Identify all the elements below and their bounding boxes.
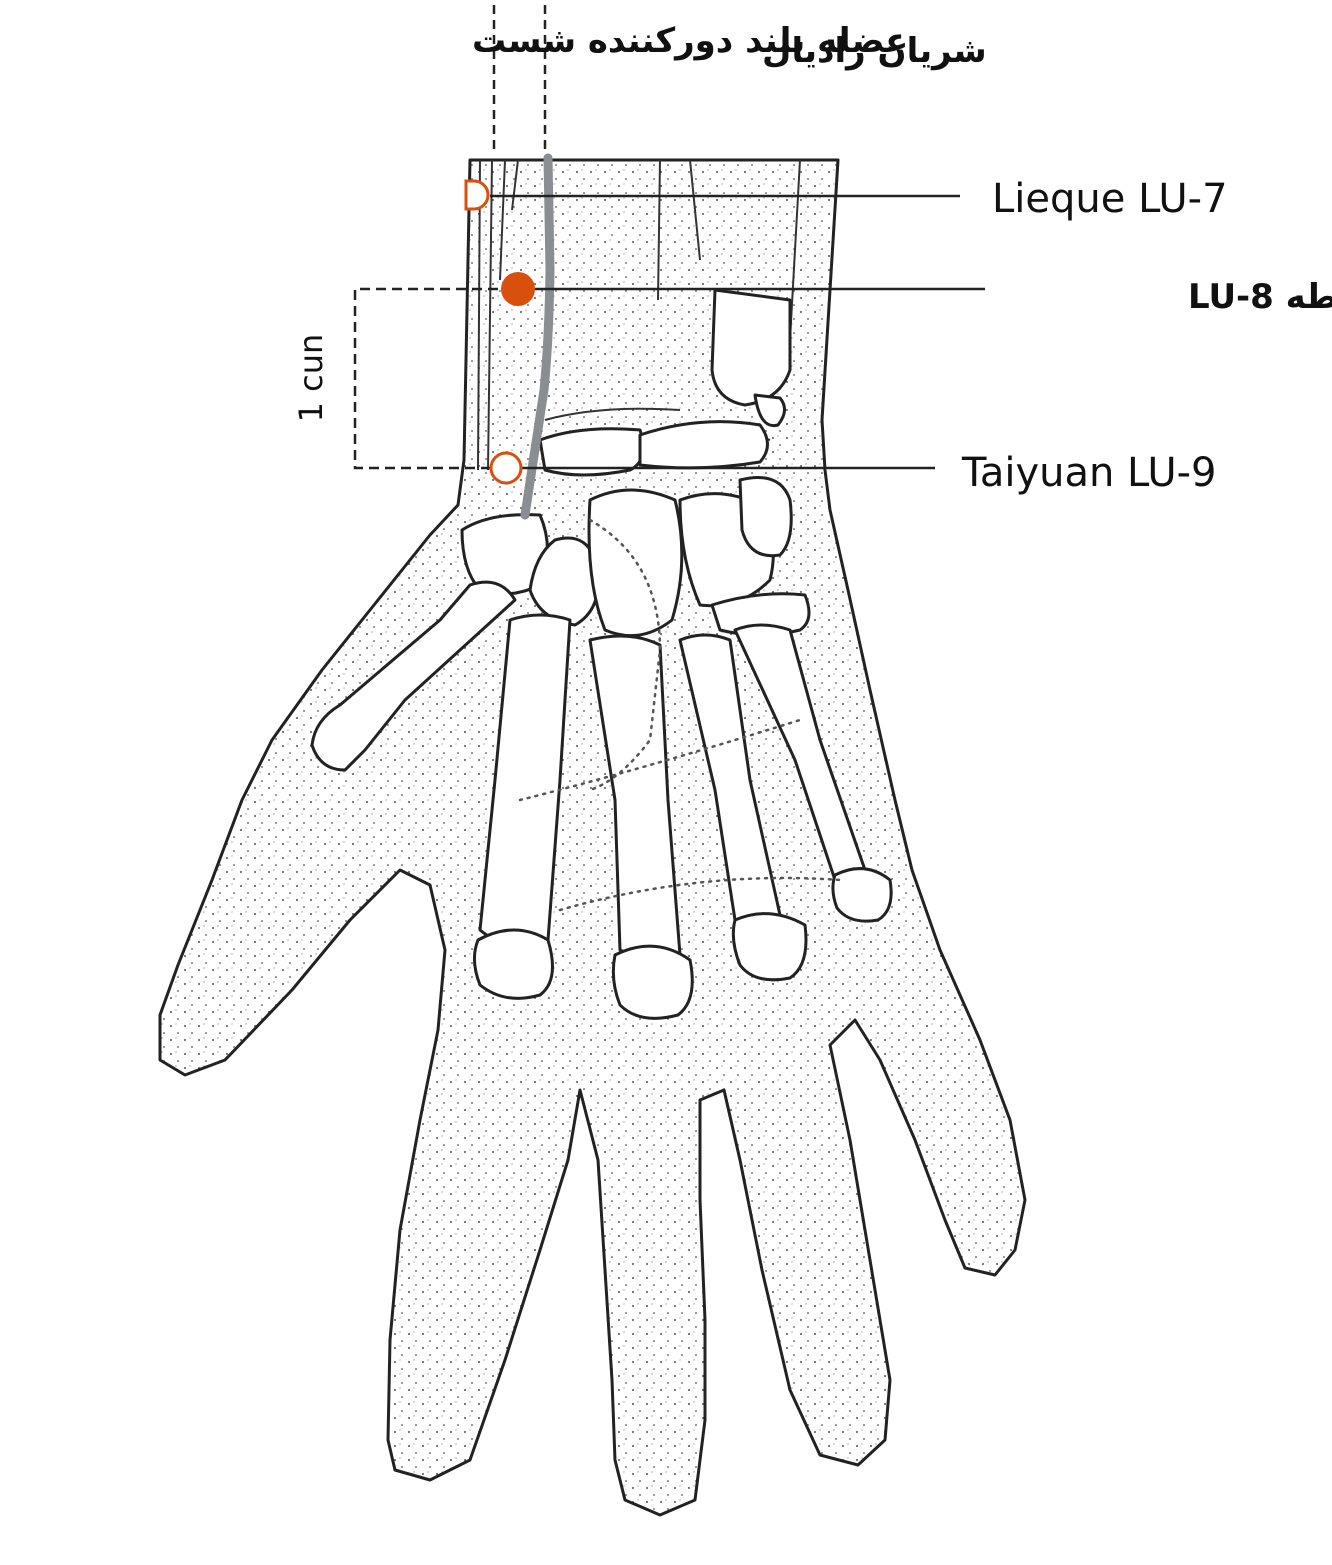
middle-head (611, 944, 694, 1020)
half-circle-marker-icon (464, 179, 490, 211)
ring-head (731, 912, 808, 982)
index-head (473, 928, 554, 1000)
thumb-metacarpal (310, 580, 517, 772)
filled-circle-marker-icon (501, 272, 535, 306)
forearm-tendon-lines (477, 159, 801, 471)
cun-label: 1 cun (292, 334, 330, 423)
triquetrum (638, 420, 769, 470)
pisiform (738, 476, 793, 558)
lu7-label: Lieque LU-7 (992, 176, 1228, 222)
radial-artery-line (520, 153, 555, 520)
cun-bracket (353, 287, 498, 470)
styloid (753, 393, 786, 428)
ulna-head (710, 288, 792, 407)
open-circle-marker-icon (489, 451, 523, 485)
lu9-label: Taiyuan LU-9 (961, 450, 1217, 496)
artery-label: شریان رادیال (762, 31, 987, 71)
capitate (587, 488, 684, 638)
little-head (831, 867, 893, 923)
hand-outline (158, 158, 1027, 1517)
lu8-label: نقطه LU-8 (1188, 277, 1332, 317)
palmar-arch-dotted (518, 518, 842, 912)
muscle-label: عضله بلند دورکننده شست (472, 21, 908, 61)
